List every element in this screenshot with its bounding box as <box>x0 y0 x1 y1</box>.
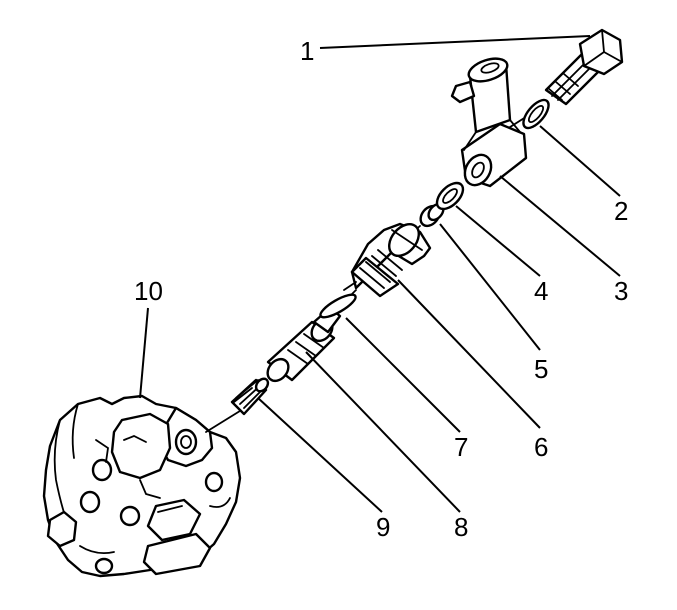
pump-body <box>42 394 242 578</box>
callout-4: 4 <box>534 276 548 306</box>
leader-line-4 <box>455 205 541 277</box>
spring <box>230 377 270 416</box>
flow-control-valve <box>266 306 342 383</box>
callout-2: 2 <box>614 196 628 226</box>
leader-line-6 <box>397 279 541 429</box>
fitting <box>343 222 432 298</box>
leader-line-2 <box>539 125 621 197</box>
leader-line-9 <box>257 397 383 513</box>
seal-cap <box>419 202 445 228</box>
callout-9: 9 <box>376 512 390 542</box>
leader-line-5 <box>439 223 541 351</box>
leader-line-8 <box>305 351 461 513</box>
outlet-fitting <box>450 57 528 188</box>
bolt <box>544 28 624 106</box>
callout-7: 7 <box>454 432 468 462</box>
seal-washer <box>522 98 550 130</box>
leader-line-3 <box>499 175 621 277</box>
callout-3: 3 <box>614 276 628 306</box>
o-ring-large <box>319 293 357 319</box>
callout-6: 6 <box>534 432 548 462</box>
o-ring-small <box>435 181 465 211</box>
callout-1: 1 <box>300 36 314 66</box>
callout-5: 5 <box>534 354 548 384</box>
callout-8: 8 <box>454 512 468 542</box>
callout-10: 10 <box>134 276 163 306</box>
leader-line-10 <box>139 307 149 399</box>
leader-line-1 <box>319 35 591 49</box>
leader-line-7 <box>345 317 461 433</box>
